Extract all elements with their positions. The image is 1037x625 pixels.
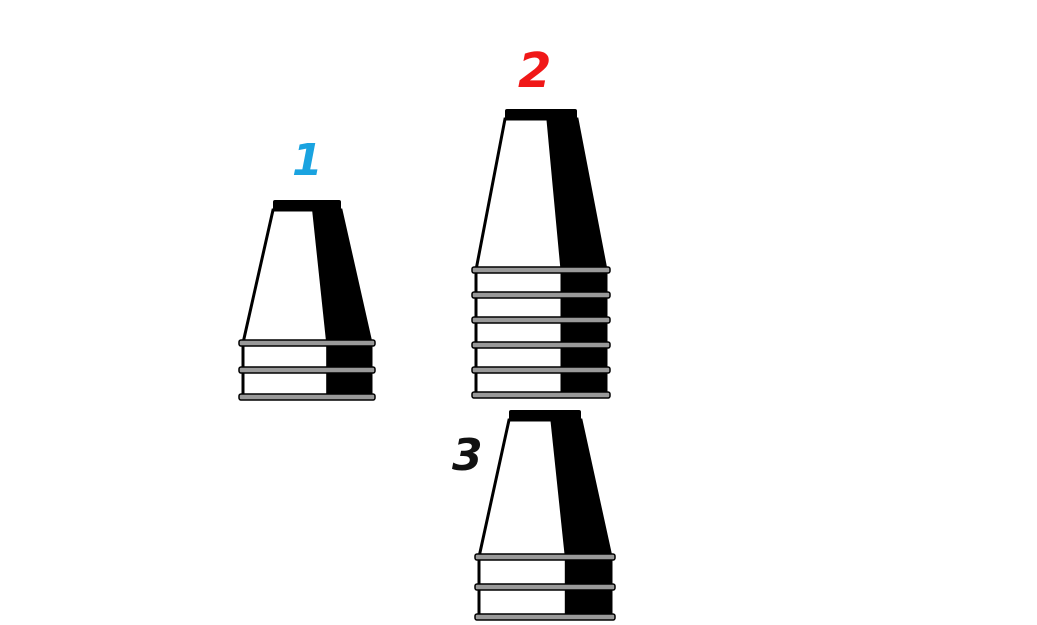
cup-top-cap — [273, 200, 341, 210]
stack-3-label: 3 — [452, 430, 483, 481]
cup-segment-shadow — [560, 270, 606, 295]
cup-rim — [238, 393, 376, 401]
cup-segment-shadow — [560, 320, 606, 345]
cup-segment-shadow — [326, 343, 371, 370]
cup-rim — [474, 553, 616, 561]
cup-rim — [471, 341, 611, 349]
cup-shadow — [550, 420, 611, 557]
cup-segment-shadow — [560, 295, 606, 320]
cup-segment-shadow — [564, 557, 611, 587]
cup-shadow — [546, 119, 606, 270]
cup-rim — [238, 339, 376, 347]
cup-rim — [474, 613, 616, 621]
stack-2-label: 2 — [518, 43, 551, 99]
cup-rim — [474, 583, 616, 591]
cup-rim — [471, 316, 611, 324]
cup-rim — [471, 291, 611, 299]
cup-rim — [238, 366, 376, 374]
cup-top-cap — [509, 410, 581, 420]
stack-1-label: 1 — [292, 135, 323, 186]
cup-rim — [471, 391, 611, 399]
cup-segment-shadow — [560, 370, 606, 395]
cup-shadow — [312, 210, 371, 343]
cup-segment-shadow — [560, 345, 606, 370]
stack-2 — [471, 109, 611, 399]
cup-top-cap — [505, 109, 577, 119]
stack-1 — [238, 200, 376, 401]
cup-segment-shadow — [564, 587, 611, 617]
stack-3 — [474, 410, 616, 621]
cup-rim — [471, 366, 611, 374]
cup-rim — [471, 266, 611, 274]
cup-segment-shadow — [326, 370, 371, 397]
